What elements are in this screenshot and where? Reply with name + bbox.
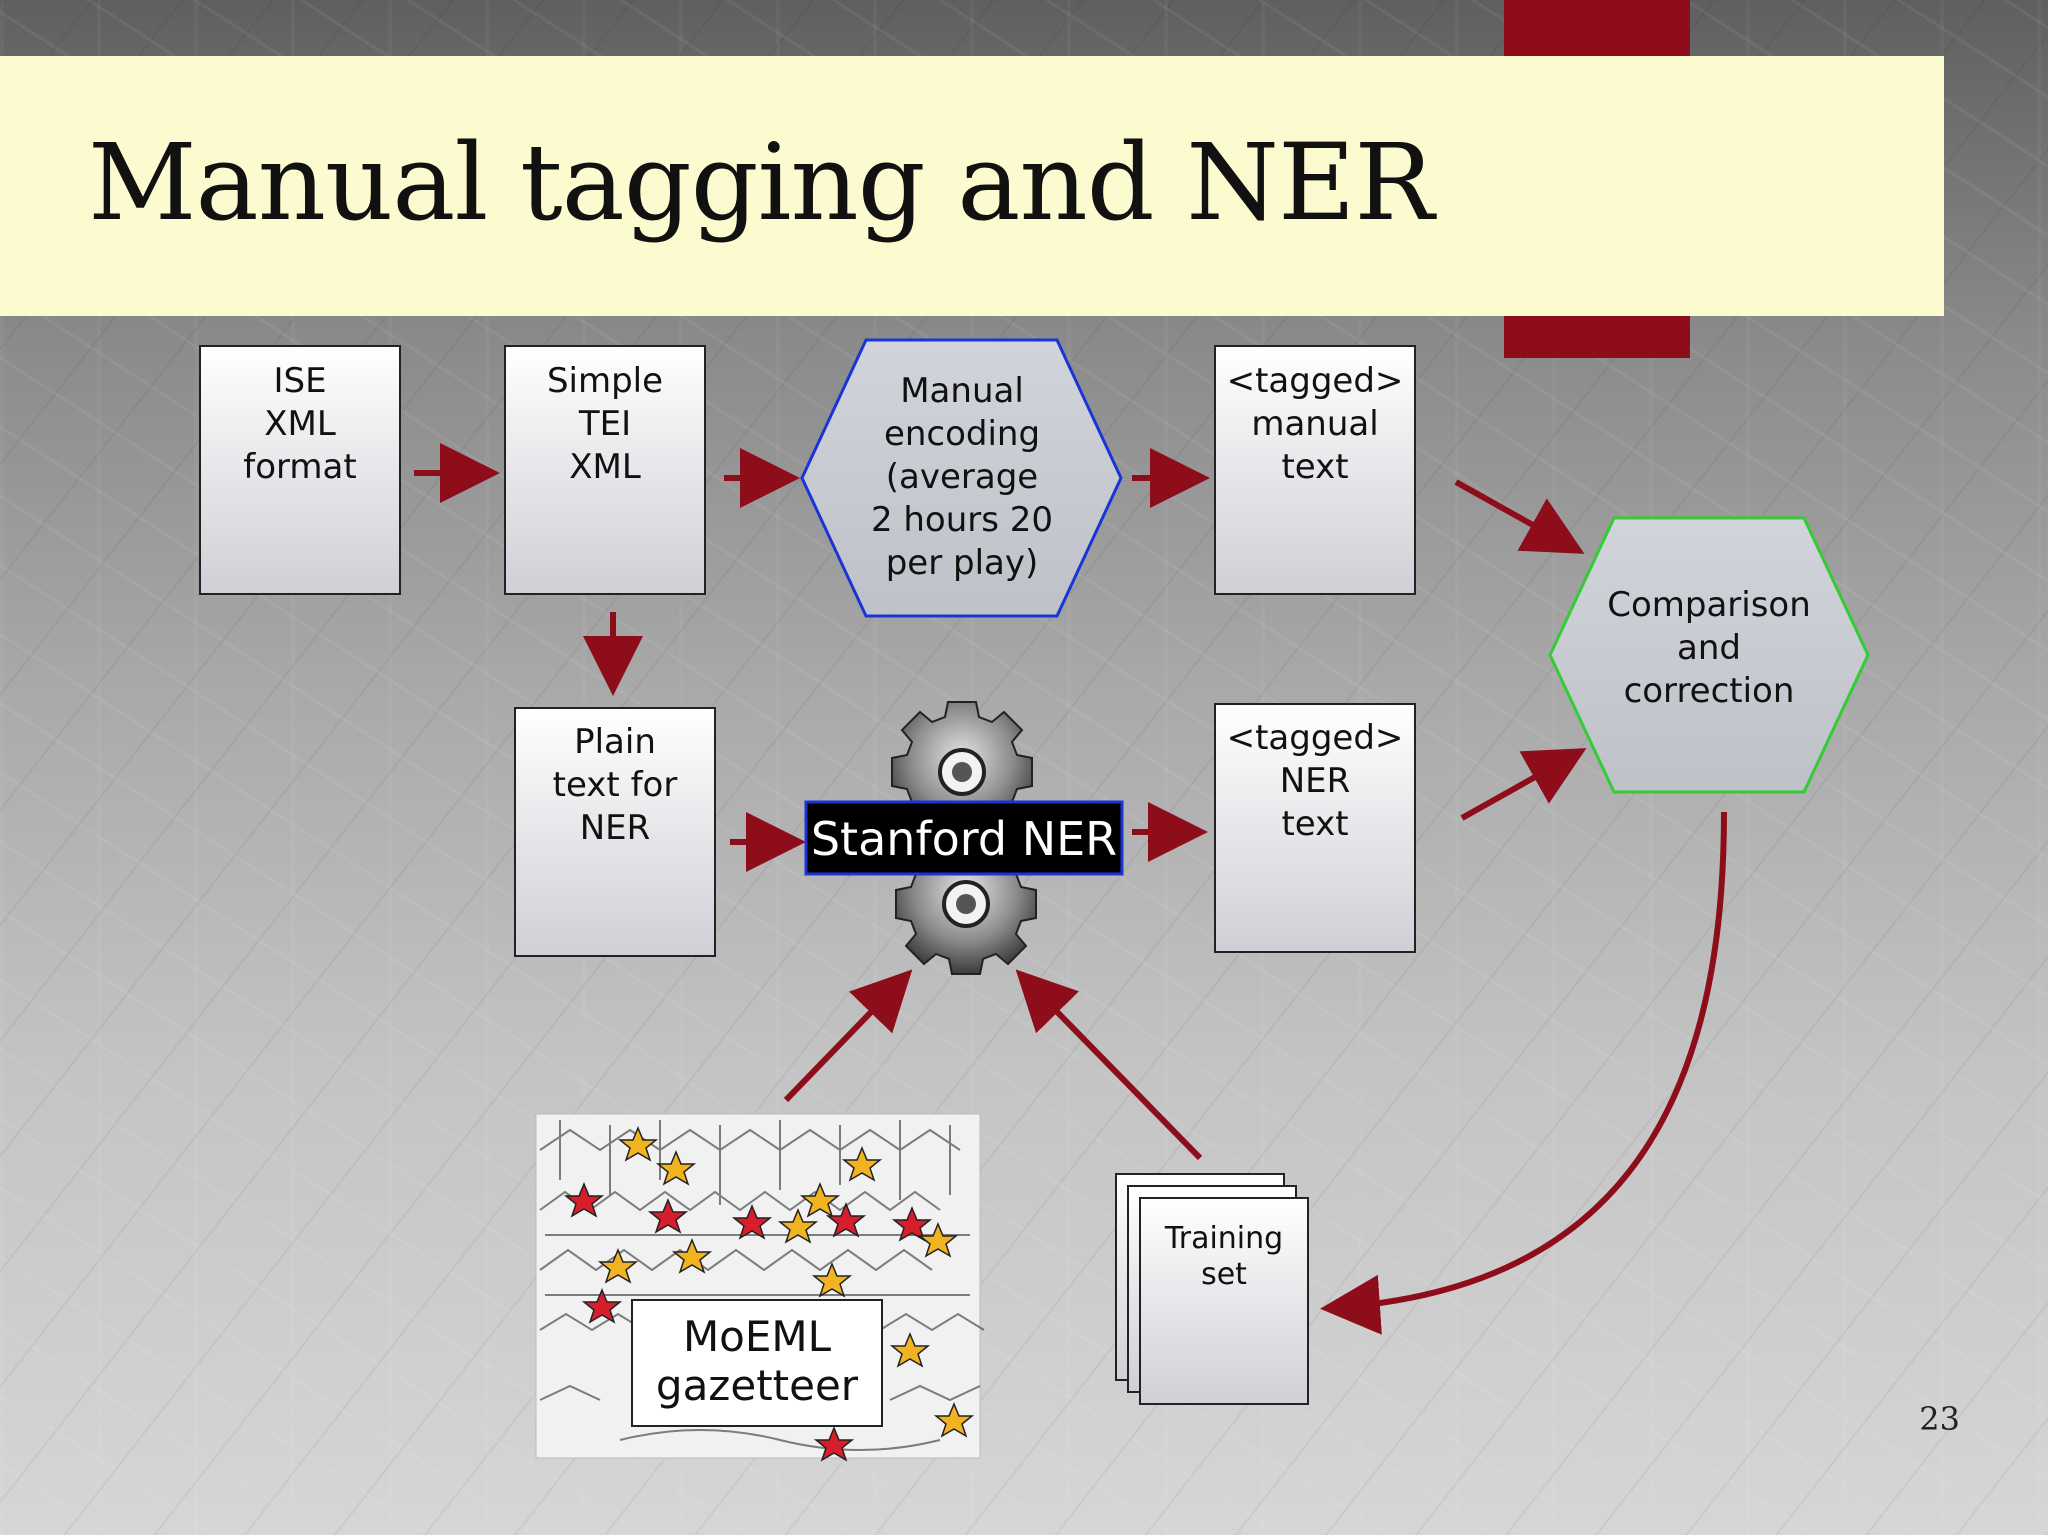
tagged-manual-line-1: <tagged> (1227, 361, 1404, 401)
arrows (414, 443, 1727, 1335)
gazetteer-line-2: gazetteer (656, 1361, 859, 1410)
comparison-line-3: correction (1624, 671, 1795, 711)
training-set-line-1: Training (1164, 1221, 1283, 1256)
tagged-manual-line-2: manual (1251, 404, 1378, 444)
manual-encoding-line-3: (average (886, 457, 1038, 497)
manual-encoding-line-1: Manual (900, 371, 1024, 411)
arrow-comparison-to-training (1320, 811, 1727, 1335)
ise-xml-line-1: ISE (273, 361, 326, 401)
ise-xml-line-2: XML (264, 404, 336, 444)
simple-tei-line-3: XML (569, 447, 641, 487)
plain-text-line-3: NER (580, 808, 651, 848)
box-simple-tei: Simple TEI XML (504, 345, 706, 595)
tagged-manual-line-3: text (1281, 447, 1348, 487)
box-ise-xml: ISE XML format (199, 345, 401, 595)
tagged-ner-line-1: <tagged> (1227, 718, 1404, 758)
box-plain-text: Plain text for NER (514, 707, 716, 957)
slide-title: Manual tagging and NER (88, 121, 1434, 244)
simple-tei-line-1: Simple (547, 361, 663, 401)
tagged-ner-line-2: NER (1280, 761, 1351, 801)
training-set-stack: Training set (1115, 1173, 1309, 1405)
stanford-ner-label: Stanford NER (804, 800, 1124, 876)
training-set-line-2: set (1201, 1257, 1247, 1292)
title-bar (0, 56, 1944, 316)
stanford-ner-text: Stanford NER (811, 812, 1117, 866)
arrow-tagged-manual-to-comparison (1454, 479, 1585, 554)
gazetteer-map-image: MoEML gazetteer (535, 1113, 985, 1462)
page-number: 23 (1919, 1400, 1960, 1438)
arrow-tagged-ner-to-comparison (1460, 748, 1587, 821)
box-tagged-ner: <tagged> NER text (1214, 703, 1416, 953)
plain-text-line-2: text for (553, 765, 678, 805)
arrow-training-to-ner (1015, 969, 1203, 1161)
tagged-ner-line-3: text (1281, 804, 1348, 844)
map-marker-stars (563, 1126, 975, 1462)
gazetteer-line-1: MoEML (683, 1312, 832, 1361)
hex-manual-encoding: Manual encoding (average 2 hours 20 per … (800, 338, 1123, 618)
comparison-line-1: Comparison (1607, 585, 1811, 625)
manual-encoding-line-5: per play) (886, 543, 1039, 583)
manual-encoding-line-2: encoding (884, 414, 1040, 454)
ise-xml-line-3: format (243, 447, 356, 487)
simple-tei-line-2: TEI (578, 404, 631, 444)
box-tagged-manual: <tagged> manual text (1214, 345, 1416, 595)
arrow-gazetteer-to-ner (783, 969, 913, 1103)
hex-comparison: Comparison and correction (1548, 516, 1870, 794)
comparison-line-2: and (1677, 628, 1741, 668)
manual-encoding-line-4: 2 hours 20 (871, 500, 1053, 540)
plain-text-line-1: Plain (574, 722, 656, 762)
